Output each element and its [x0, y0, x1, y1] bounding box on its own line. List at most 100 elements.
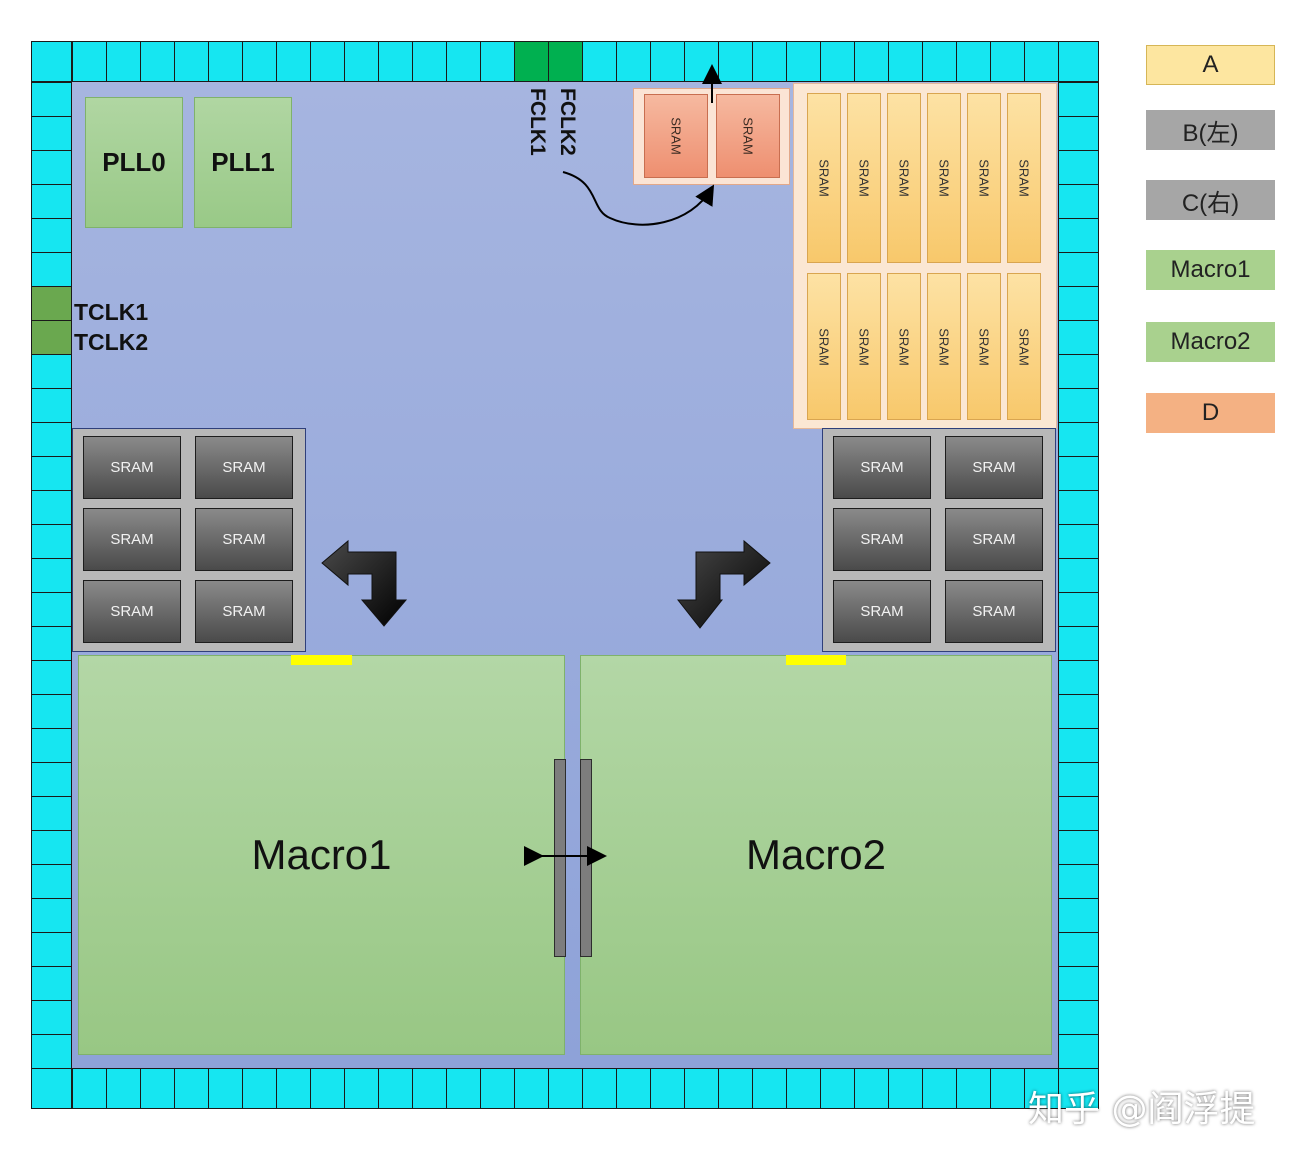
io-pad	[31, 218, 72, 253]
io-pad	[1058, 456, 1099, 491]
io-pad	[276, 1068, 311, 1109]
bent-arrow-right	[676, 539, 771, 629]
macro2-pin	[786, 655, 846, 665]
io-pad	[990, 1068, 1025, 1109]
io-pad	[412, 41, 447, 82]
io-pad	[31, 150, 72, 185]
watermark: 知乎 @阎浮提	[1028, 1089, 1256, 1130]
io-pad	[31, 184, 72, 219]
sram-d-2: SRAM	[716, 94, 780, 178]
io-pad	[1058, 116, 1099, 151]
group-c-sram-3: SRAM	[833, 508, 931, 571]
io-pad	[140, 1068, 175, 1109]
io-pad	[174, 1068, 209, 1109]
tclk-pad	[31, 320, 72, 355]
io-pad	[242, 1068, 277, 1109]
io-pad	[31, 966, 72, 1001]
pll1-block: PLL1	[194, 97, 292, 228]
io-pad	[1058, 184, 1099, 219]
group-a-sram-4: SRAM	[927, 93, 961, 263]
corner-pad	[31, 41, 72, 82]
group-c-sram-4: SRAM	[945, 508, 1043, 571]
pll1-label: PLL1	[211, 147, 275, 177]
tclk2-label: TCLK2	[74, 329, 149, 355]
bent-arrow-left	[321, 539, 408, 627]
tclk1-label: TCLK1	[74, 299, 149, 325]
group-a-sram-10: SRAM	[927, 273, 961, 420]
macro2-label: Macro2	[745, 831, 887, 878]
io-pad	[72, 41, 107, 82]
io-pad	[888, 1068, 923, 1109]
corner-pad	[1058, 41, 1099, 82]
io-pad	[1058, 728, 1099, 763]
group-b-sram-1: SRAM	[83, 436, 181, 499]
macro1-label: Macro1	[251, 831, 392, 878]
pll0-label: PLL0	[102, 147, 166, 177]
group-a-sram-1: SRAM	[807, 93, 841, 263]
io-pad	[31, 422, 72, 457]
io-pad	[956, 41, 991, 82]
io-pad	[208, 41, 243, 82]
macro2-block: Macro2	[580, 655, 1052, 1055]
group-a-sram-5: SRAM	[967, 93, 1001, 263]
io-pad	[1058, 218, 1099, 253]
io-pad	[31, 728, 72, 763]
io-pad	[1058, 524, 1099, 559]
legend-item-3: C(右)	[1146, 180, 1275, 220]
io-pad	[582, 41, 617, 82]
io-pad	[412, 1068, 447, 1109]
io-pad	[1058, 694, 1099, 729]
io-pad	[344, 1068, 379, 1109]
io-pad	[480, 1068, 515, 1109]
io-pad	[616, 41, 651, 82]
io-pad	[752, 1068, 787, 1109]
group-c-sram-1: SRAM	[833, 436, 931, 499]
io-pad	[174, 41, 209, 82]
legend-item-1: A	[1146, 45, 1275, 85]
group-a-sram-11: SRAM	[967, 273, 1001, 420]
group-b-sram-6: SRAM	[195, 580, 293, 643]
io-pad	[344, 41, 379, 82]
io-pad	[31, 524, 72, 559]
group-b-sram-5: SRAM	[83, 580, 181, 643]
macro1-block: Macro1	[78, 655, 565, 1055]
io-pad	[820, 1068, 855, 1109]
group-a-sram-6: SRAM	[1007, 93, 1041, 263]
io-pad	[31, 1000, 72, 1035]
io-pad	[106, 1068, 141, 1109]
io-pad	[31, 626, 72, 661]
io-pad	[31, 592, 72, 627]
legend-item-2: B(左)	[1146, 110, 1275, 150]
io-pad	[1024, 1068, 1059, 1109]
pll0-block: PLL0	[85, 97, 183, 228]
io-pad	[1058, 252, 1099, 287]
group-a-sram-3: SRAM	[887, 93, 921, 263]
io-pad	[378, 41, 413, 82]
io-pad	[1024, 41, 1059, 82]
group-b-sram-2: SRAM	[195, 436, 293, 499]
io-pad	[242, 41, 277, 82]
group-a-sram-9: SRAM	[887, 273, 921, 420]
io-pad	[1058, 898, 1099, 933]
io-pad	[786, 1068, 821, 1109]
io-pad	[31, 558, 72, 593]
io-pad	[718, 41, 753, 82]
tclk-pad	[31, 286, 72, 321]
group-c-sram-2: SRAM	[945, 436, 1043, 499]
io-pad	[650, 41, 685, 82]
legend-item-5: Macro2	[1146, 322, 1275, 362]
io-pad	[31, 456, 72, 491]
io-pad	[1058, 592, 1099, 627]
io-pad	[72, 1068, 107, 1109]
io-pad	[1058, 320, 1099, 355]
io-pad	[276, 41, 311, 82]
io-pad	[956, 1068, 991, 1109]
io-pad	[1058, 150, 1099, 185]
group-a-sram-7: SRAM	[807, 273, 841, 420]
macro1-pin	[291, 655, 352, 665]
io-pad	[888, 41, 923, 82]
